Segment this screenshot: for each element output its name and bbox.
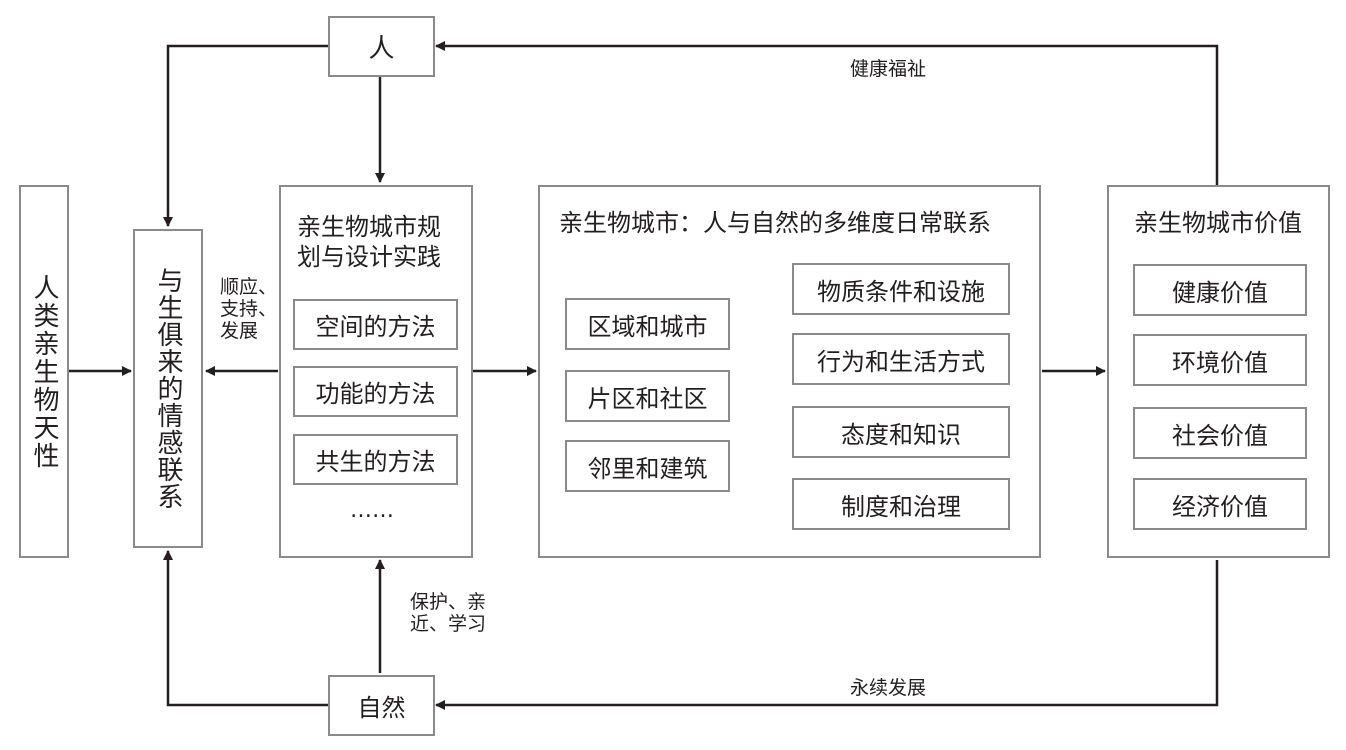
label-support-line2: 支持、 <box>220 298 278 320</box>
values-title: 亲生物城市价值 <box>1134 209 1302 237</box>
method-spatial: 空间的方法 <box>293 299 458 350</box>
value-social: 社会价值 <box>1133 407 1307 459</box>
innate-affection-box: 与生俱来的情感联系 <box>133 229 203 548</box>
value-environment: 环境价值 <box>1133 334 1307 386</box>
method-functional: 功能的方法 <box>293 366 458 417</box>
innate-affection-label: 与生俱来的情感联系 <box>153 267 183 510</box>
node-ziran: 自然 <box>328 675 435 736</box>
scale-neighborhood-building: 邻里和建筑 <box>565 440 730 492</box>
connections-title: 亲生物城市：人与自然的多维度日常联系 <box>559 209 991 237</box>
label-protect-line1: 保护、亲 <box>410 591 487 613</box>
practice-title: 亲生物城市规 划与设计实践 <box>297 212 441 272</box>
human-biophilia-label: 人类亲生物天性 <box>29 273 59 470</box>
label-support: 顺应、 支持、 发展 <box>220 276 277 342</box>
practice-ellipsis: …… <box>350 498 394 523</box>
arrow-values-ren <box>435 41 1219 185</box>
label-protect: 保护、亲 近、学习 <box>410 591 486 635</box>
label-sustainable: 永续发展 <box>850 677 927 699</box>
arrow-ziran-affection <box>163 550 337 710</box>
node-ren: 人 <box>328 16 435 77</box>
label-support-line1: 顺应、 <box>220 276 278 298</box>
dimension-material: 物质条件和设施 <box>792 263 1010 315</box>
practice-title-line1: 亲生物城市规 <box>297 213 441 241</box>
scale-district-community: 片区和社区 <box>565 370 730 422</box>
label-support-line3: 发展 <box>220 320 259 342</box>
label-protect-line2: 近、学习 <box>410 613 487 635</box>
arrow-values-ziran <box>435 560 1219 710</box>
value-health: 健康价值 <box>1133 264 1307 316</box>
value-economic: 经济价值 <box>1133 478 1307 530</box>
dimension-behavior: 行为和生活方式 <box>792 333 1010 385</box>
practice-title-line2: 划与设计实践 <box>297 243 441 271</box>
dimension-governance: 制度和治理 <box>792 478 1010 530</box>
human-biophilia-box: 人类亲生物天性 <box>19 185 69 558</box>
node-ren-label: 人 <box>368 34 395 64</box>
node-ziran-label: 自然 <box>357 694 406 722</box>
dimension-attitude: 态度和知识 <box>792 406 1010 458</box>
scale-region-city: 区域和城市 <box>565 298 730 350</box>
arrow-ren-affection <box>163 41 337 227</box>
label-health-welfare: 健康福祉 <box>850 58 927 80</box>
method-symbiotic: 共生的方法 <box>293 434 458 485</box>
